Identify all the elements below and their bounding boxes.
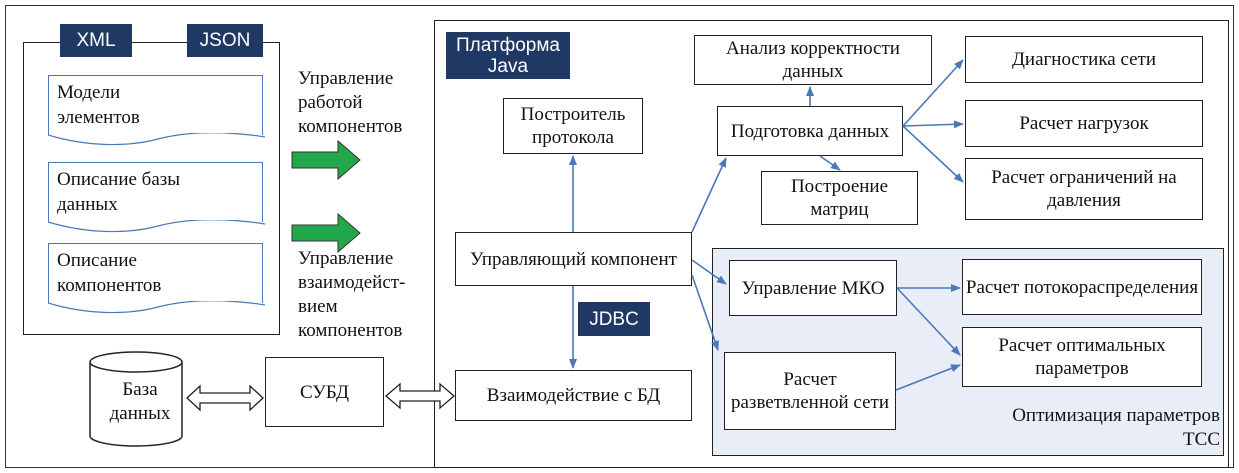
- double-arrow-db-dbms: [186, 384, 264, 412]
- green-arrow-bottom: [291, 212, 361, 254]
- db-interaction-box: Взаимодействие с БД: [455, 370, 692, 421]
- control-component-box: Управляющий компонент: [455, 232, 692, 286]
- pressure-calc-box: Расчет ограничений на давления: [965, 158, 1203, 220]
- green-arrow-top: [291, 139, 361, 181]
- matrix-build-box: Построение матриц: [761, 171, 918, 225]
- json-tag: JSON: [187, 24, 263, 57]
- net-diag-box: Диагностика сети: [965, 36, 1203, 83]
- database-label: База данных: [109, 379, 171, 424]
- document-label: Описание компонентов: [57, 250, 162, 296]
- java-platform-tag: Платформа Java: [446, 32, 570, 79]
- document-label: Описание базы данных: [57, 169, 181, 215]
- java-platform-frame: [434, 20, 1229, 468]
- document-db-description: Описание базы данных: [48, 162, 265, 233]
- data-prep-box: Подготовка данных: [717, 106, 903, 156]
- document-element-models: Модели элементов: [48, 75, 265, 146]
- dbms-box: СУБД: [265, 357, 384, 427]
- xml-tag: XML: [60, 24, 132, 57]
- optimization-label: Оптимизация параметров ТСС: [1012, 405, 1220, 450]
- database-icon: [89, 351, 183, 447]
- double-arrow-dbms-interaction: [385, 382, 455, 410]
- document-label: Модели элементов: [57, 82, 140, 128]
- document-components-description: Описание компонентов: [48, 243, 265, 314]
- load-calc-box: Расчет нагрузок: [965, 100, 1203, 147]
- manage-work-label: Управление работой компонентов: [298, 68, 403, 137]
- protocol-builder-box: Построитель протокола: [503, 98, 643, 154]
- branched-calc-box: Расчет разветвленной сети: [724, 352, 896, 430]
- config-files-panel: [23, 42, 280, 335]
- flow-calc-box: Расчет потокораспределения: [962, 259, 1202, 315]
- manage-interaction-label: Управление взаимодейст-вием компонентов: [298, 248, 406, 341]
- optimal-calc-box: Расчет оптимальных параметров: [962, 327, 1202, 387]
- data-check-box: Анализ корректности данных: [694, 35, 932, 85]
- mko-control-box: Управление МКО: [729, 260, 897, 316]
- jdbc-tag: JDBC: [578, 302, 650, 336]
